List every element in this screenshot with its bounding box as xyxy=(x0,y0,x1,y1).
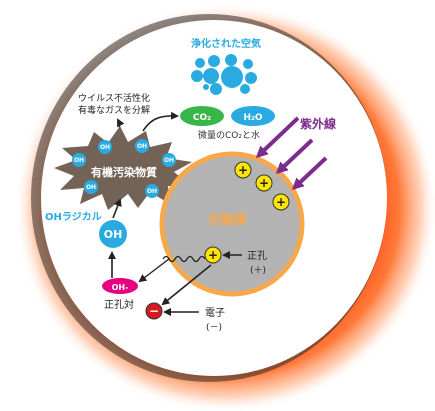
hole-sign: (＋) xyxy=(250,265,266,276)
arrow-to-organic xyxy=(112,198,122,219)
hole-marker xyxy=(255,174,273,192)
purified-air-label: 浄化された空気 xyxy=(191,37,261,50)
h2o-badge xyxy=(231,106,275,126)
arrow-to-products xyxy=(142,111,179,132)
svg-text:OH: OH xyxy=(137,143,147,150)
uv-label: 紫外線 xyxy=(300,116,336,131)
photocatalyst-label: 光触媒 xyxy=(206,212,247,228)
oh-radical-badge xyxy=(99,220,127,248)
organic-label: 有機汚染物質 xyxy=(91,165,157,179)
plus-sign: + xyxy=(259,176,269,190)
plus-sign: + xyxy=(276,195,286,209)
oh-badge xyxy=(84,180,98,194)
plus-sign: + xyxy=(238,163,248,177)
hole-markers xyxy=(204,161,290,264)
h2o-badge-text: H₂O xyxy=(243,113,262,123)
wavy-line xyxy=(162,255,206,263)
svg-text:OH: OH xyxy=(100,144,110,151)
minus-sign: − xyxy=(149,304,159,318)
svg-text:OH: OH xyxy=(164,157,174,164)
hole-to-electron-arrow xyxy=(161,264,212,306)
hole-marker xyxy=(234,161,252,179)
oh-minus-text: OH- xyxy=(112,283,129,292)
svg-text:OH: OH xyxy=(86,184,96,191)
decompose-line1: ウイルス不活性化 xyxy=(78,92,150,104)
hole-marker xyxy=(272,193,290,211)
wavy-arrow xyxy=(138,258,170,283)
uv-arrow xyxy=(275,138,314,175)
oh-badge xyxy=(145,184,159,198)
oh-badge xyxy=(72,153,86,167)
svg-text:OH: OH xyxy=(147,188,157,195)
oh-radical-label: OHラジカル xyxy=(45,211,102,223)
products-caption: 微量のCO₂と水 xyxy=(198,129,260,141)
co2-badge xyxy=(180,106,224,126)
hole-pair-label: 正孔対 xyxy=(104,298,134,311)
uv-arrow xyxy=(291,156,328,191)
oh-badge xyxy=(98,140,112,154)
oh-minus-badge xyxy=(102,278,138,294)
hole-marker xyxy=(204,246,222,264)
hole-label: 正孔 xyxy=(247,250,267,262)
oh-badge xyxy=(162,153,176,167)
electron-marker xyxy=(145,302,163,320)
oh-radical-badge-text: OH xyxy=(104,228,123,241)
electron-sign: (－) xyxy=(206,323,222,333)
decompose-line2: 有毒なガスを分解 xyxy=(78,104,150,116)
plus-sign: + xyxy=(208,248,218,262)
co2-badge-text: CO₂ xyxy=(193,113,211,123)
electron-label: 電子 xyxy=(205,307,225,319)
purified-air-bubbles xyxy=(191,54,257,95)
uv-arrow xyxy=(255,116,300,159)
oh-badges: OH OH OH OH OH OH xyxy=(72,139,176,198)
oh-badge xyxy=(135,139,149,153)
svg-text:OH: OH xyxy=(74,157,84,164)
